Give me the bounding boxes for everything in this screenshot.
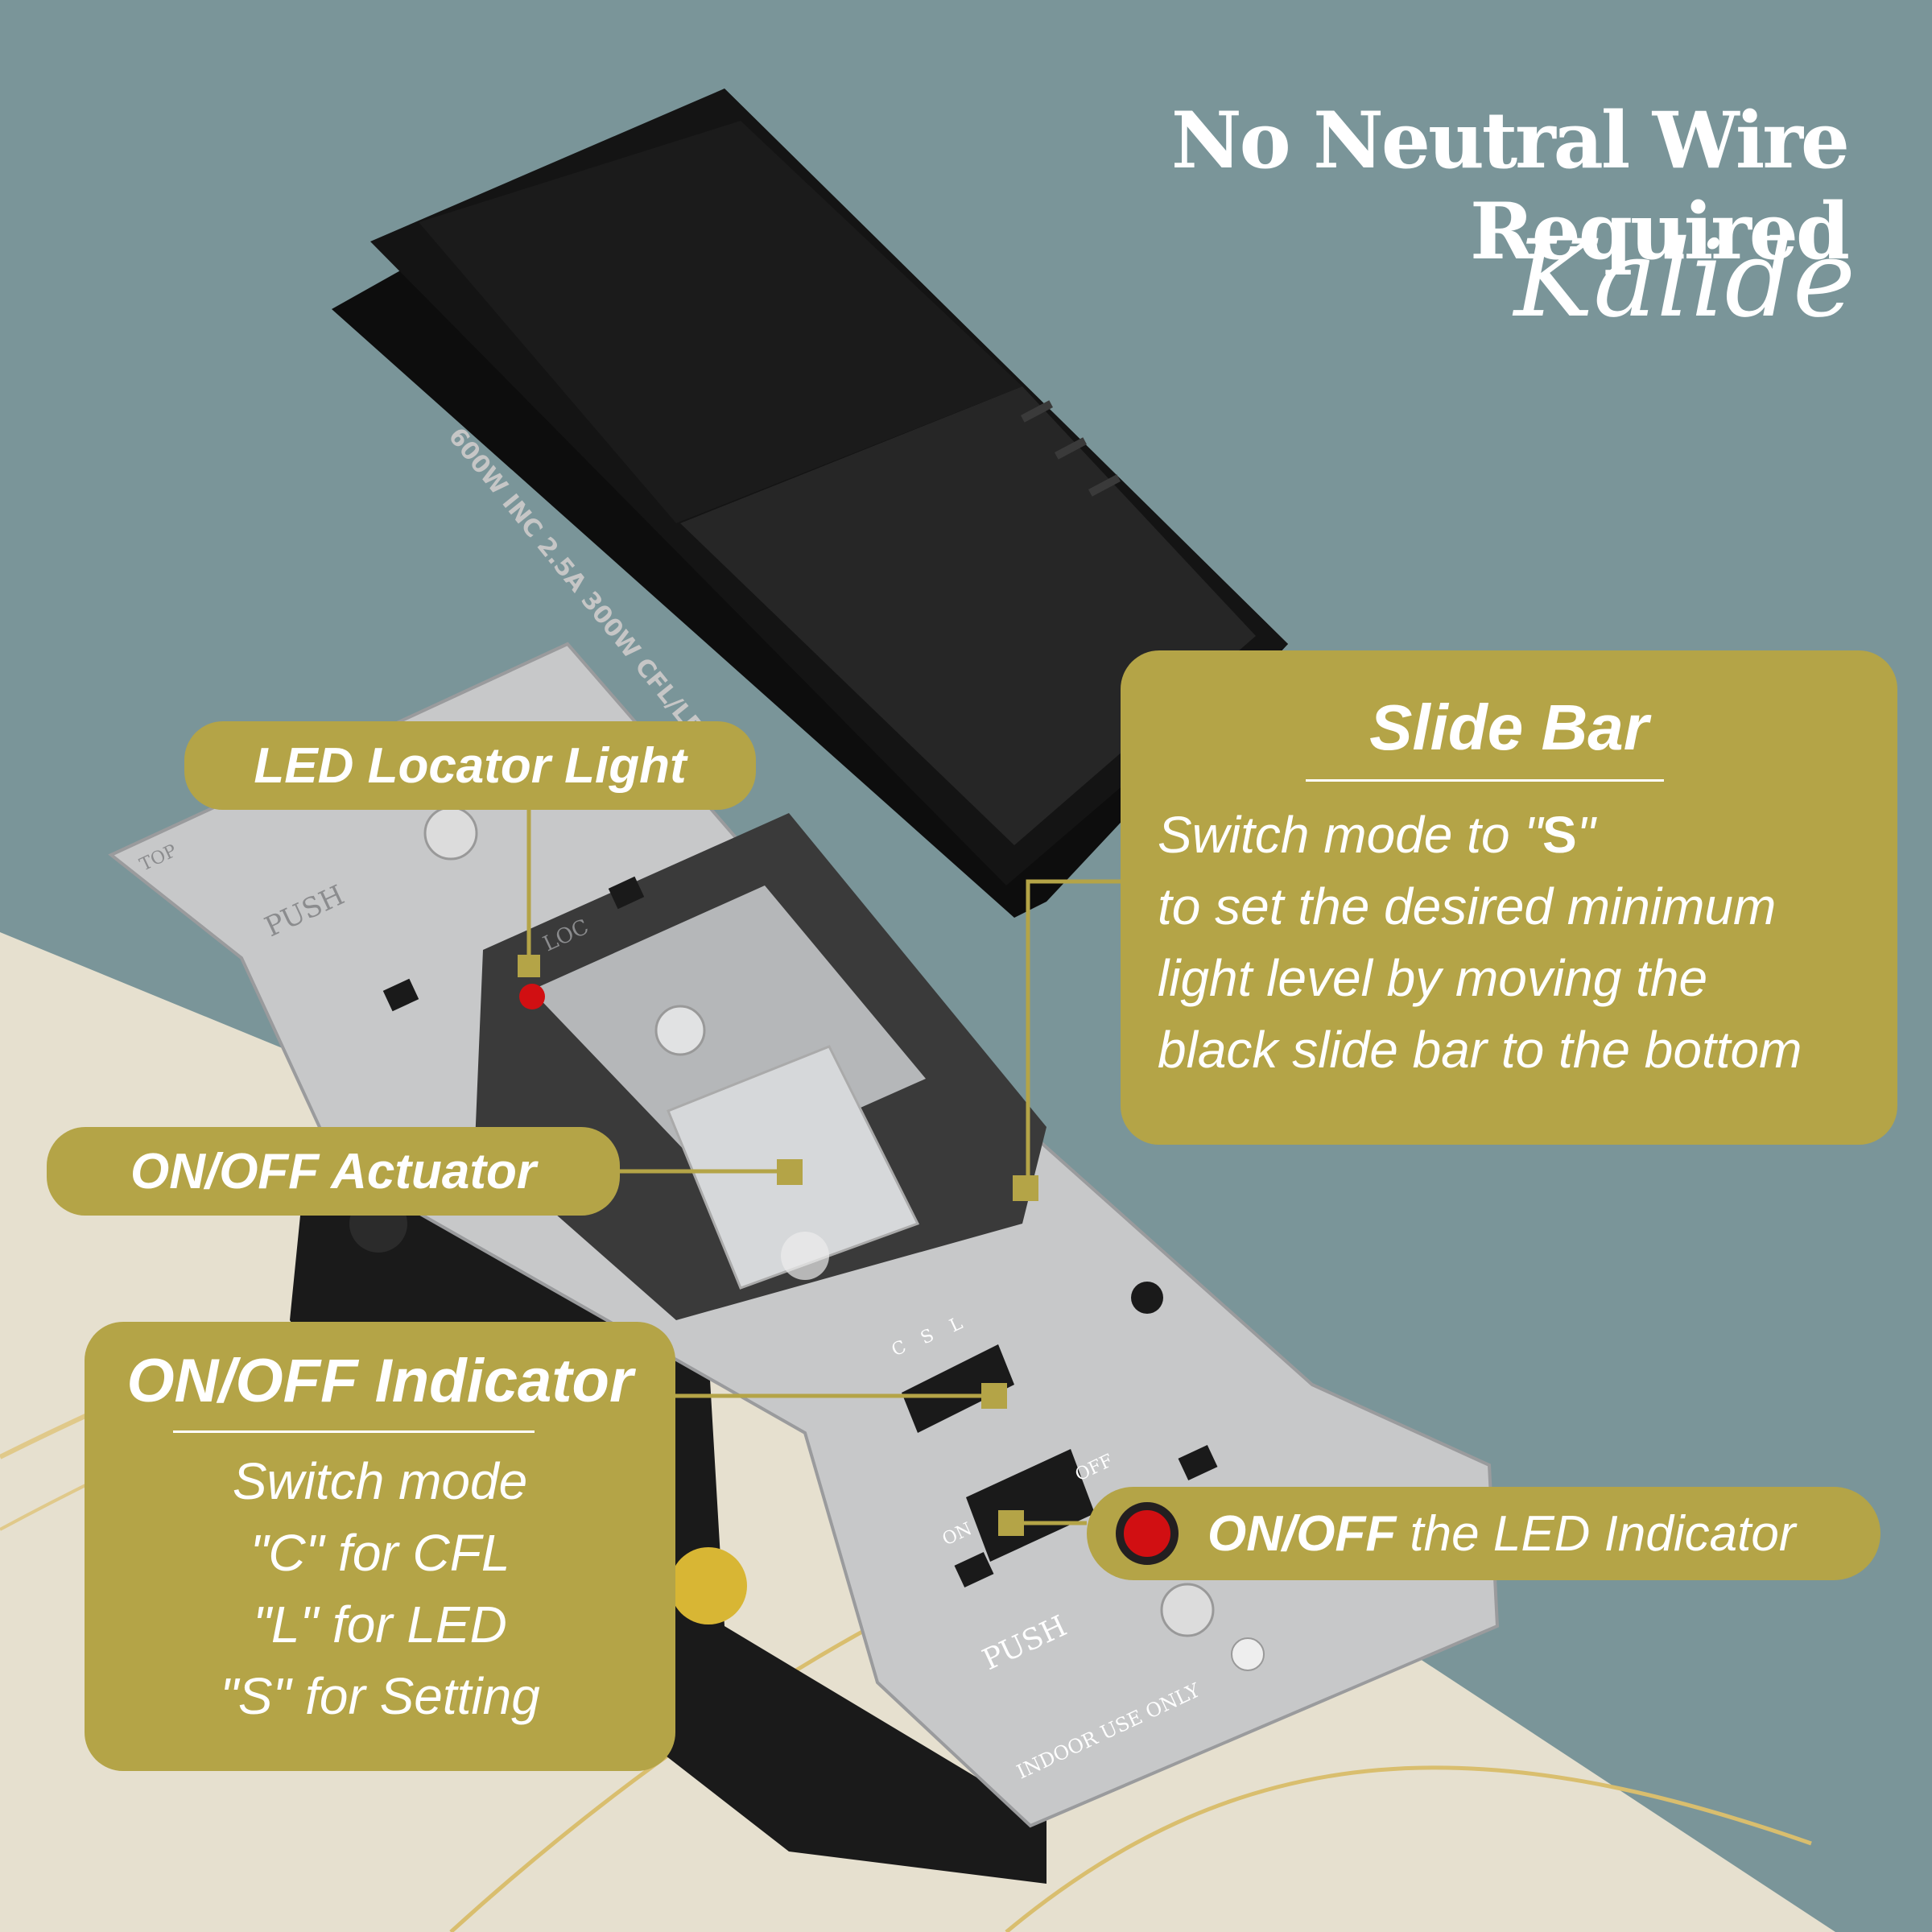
indicator-line: "S" for Setting: [220, 1667, 540, 1725]
led-locator-callout: LED Locator Light: [184, 721, 756, 810]
rocker-lower: [680, 386, 1256, 845]
slide-bar-tick: [1054, 437, 1088, 460]
indicator-title: ON/OFF Indicator: [126, 1347, 634, 1415]
led-toggle-callout: ON/OFF the LED Indicator: [1087, 1487, 1880, 1580]
plate-hole: [1131, 1282, 1163, 1314]
actuator-marker: [777, 1159, 803, 1185]
indicator-line: "L" for LED: [253, 1596, 507, 1653]
brand-logo: Kalide: [1513, 217, 1856, 341]
indicator-line: Switch mode: [232, 1452, 528, 1510]
terminal-screw: [670, 1547, 747, 1624]
indicator-rule: [173, 1430, 535, 1433]
rivet: [654, 1005, 706, 1056]
led-locator-marker: [518, 955, 540, 977]
actuator-lens: [781, 1232, 829, 1280]
decorative-gold-curve: [1005, 1765, 1812, 1932]
led-indicator-dot: [1116, 1502, 1179, 1565]
slide-bar-line: light level by moving the: [1158, 949, 1708, 1007]
plate-slot: [382, 978, 419, 1012]
indicator-line: "C" for CFL: [250, 1524, 510, 1582]
slide-bar-marker: [1013, 1175, 1038, 1201]
slide-bar-leader: [1026, 879, 1123, 1179]
actuator-label: ON/OFF Actuator: [130, 1143, 537, 1199]
plate-slot: [608, 876, 645, 910]
slide-bar-line: black slide bar to the bottom: [1158, 1021, 1802, 1079]
slide-bar-rule: [1306, 779, 1664, 782]
mounting-screw: [1160, 1583, 1215, 1637]
led-toggle-label: ON/OFF the LED Indicator: [1208, 1505, 1796, 1562]
led-toggle-marker: [998, 1510, 1024, 1536]
actuator-callout: ON/OFF Actuator: [47, 1127, 620, 1216]
headline: No Neutral Wire Required: [1170, 95, 1850, 277]
indicator-marker: [981, 1383, 1007, 1409]
slide-bar-title: Slide Bar: [1369, 691, 1649, 763]
plate-slot: [954, 1551, 994, 1588]
led-locator-light: [519, 984, 545, 1009]
mounting-screw: [423, 806, 478, 861]
slide-bar-line: to set the desired minimum: [1158, 877, 1777, 935]
indicator-callout: ON/OFF Indicator Switch mode "C" for CFL…: [85, 1322, 675, 1771]
rocker-upper: [419, 121, 1022, 523]
slide-bar-tick: [1020, 400, 1054, 423]
slide-bar-tick: [1088, 474, 1121, 497]
indicator-body: Switch mode "C" for CFL "L" for LED "S" …: [85, 1433, 675, 1732]
led-locator-label: LED Locator Light: [254, 737, 687, 794]
slide-bar-callout: Slide Bar Switch mode to "S" to set the …: [1121, 650, 1897, 1145]
slide-bar-line: Switch mode to "S": [1158, 806, 1596, 864]
mode-slider: [902, 1344, 1014, 1433]
plate-hole: [1231, 1637, 1265, 1671]
slide-bar-mode-s: S: [1542, 806, 1577, 864]
slide-bar-body: Switch mode to "S" to set the desired mi…: [1121, 782, 1897, 1086]
plate-slot: [1178, 1444, 1218, 1481]
